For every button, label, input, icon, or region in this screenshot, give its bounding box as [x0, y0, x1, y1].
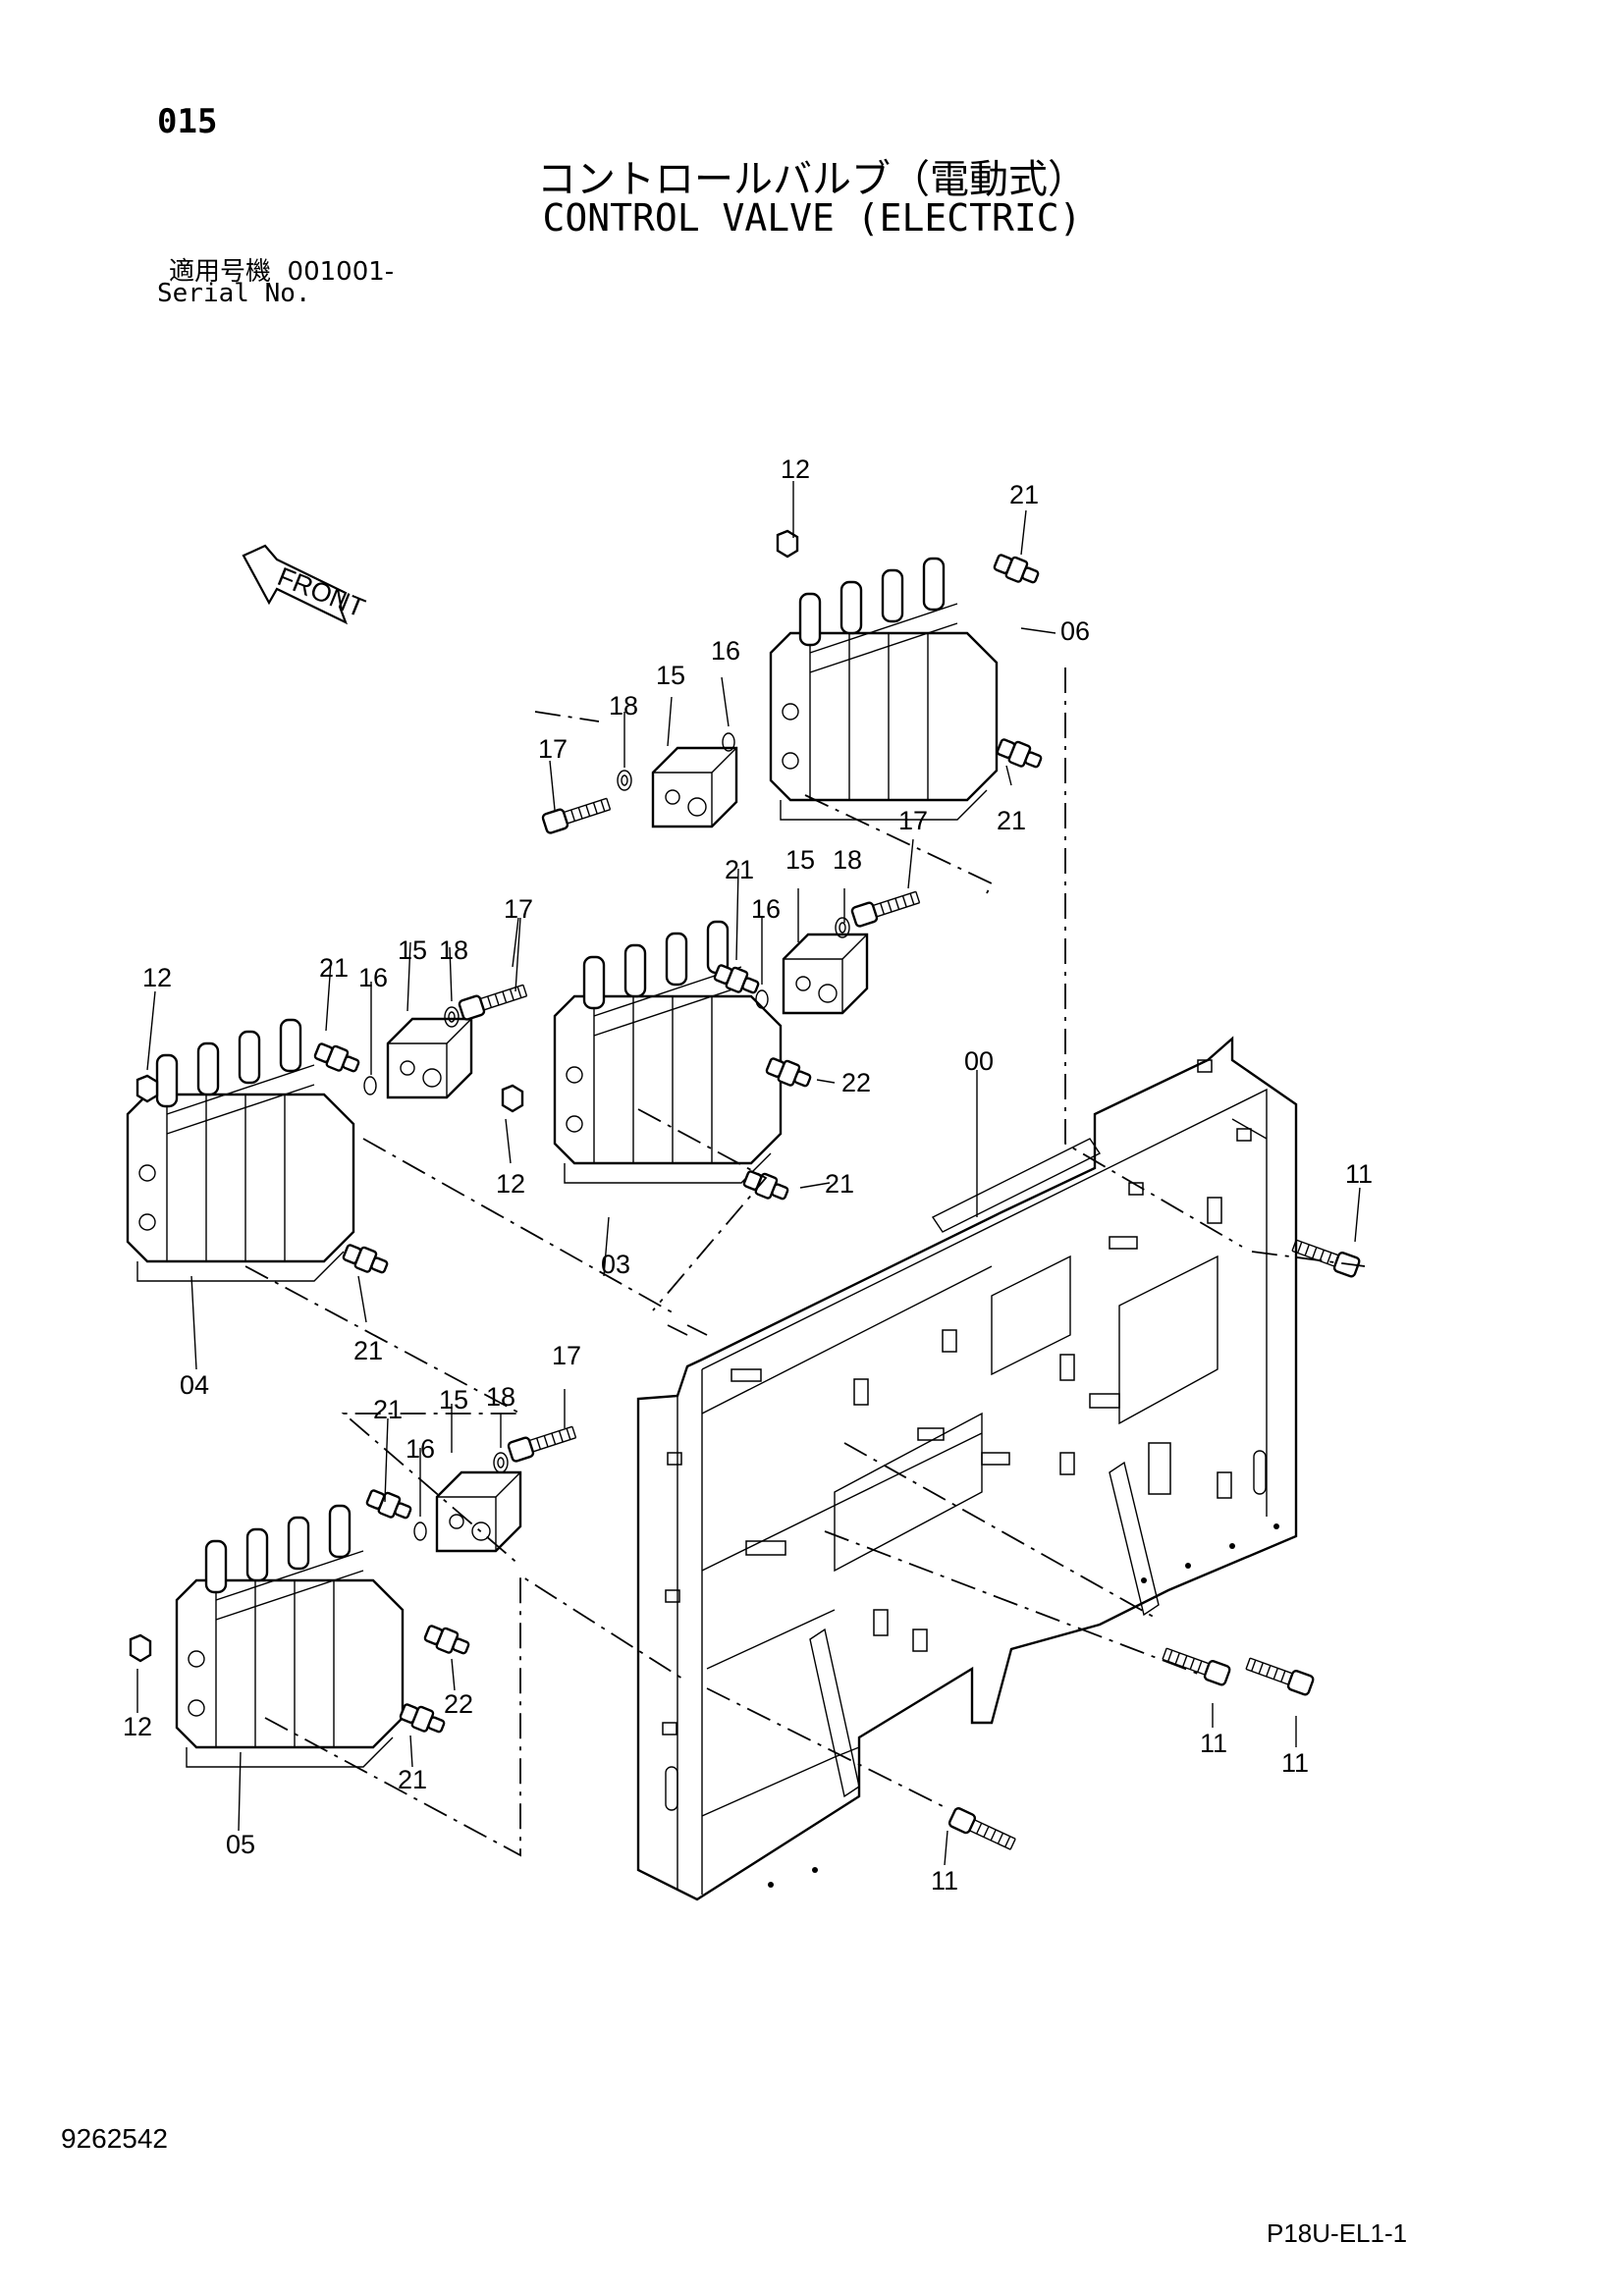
callout-15: 15 — [439, 1385, 468, 1415]
assembly-lines — [244, 667, 1366, 1857]
adapter-block-15b — [782, 933, 869, 1015]
page-title-english: CONTROL VALVE (ELECTRIC) — [542, 196, 1082, 240]
control-valve-05 — [129, 1421, 578, 1769]
callout-16: 16 — [406, 1434, 435, 1464]
page-reference: P18U-EL1-1 — [1267, 2218, 1408, 2248]
callout-21: 21 — [997, 806, 1026, 835]
callout-16: 16 — [358, 963, 388, 992]
serial-label-english: Serial No. — [157, 279, 311, 308]
callout-21: 21 — [725, 855, 754, 884]
callout-12: 12 — [496, 1169, 525, 1199]
callout-18: 18 — [609, 691, 638, 721]
callout-21: 21 — [1009, 480, 1039, 509]
front-label: FRONT — [273, 561, 368, 623]
callout-15: 15 — [656, 661, 685, 690]
callout-04: 04 — [180, 1370, 209, 1400]
callout-16: 16 — [711, 636, 740, 666]
callout-05: 05 — [226, 1830, 255, 1859]
callout-06: 06 — [1060, 616, 1090, 646]
callout-11: 11 — [1200, 1729, 1227, 1758]
adapter-block-15d — [435, 1470, 522, 1553]
page-code: 015 — [157, 102, 218, 141]
callout-17: 17 — [504, 894, 533, 924]
control-valve-06 — [540, 529, 1046, 835]
serial-label-japanese: 適用号機 001001- — [169, 257, 395, 287]
leader-lines — [136, 481, 1361, 1866]
callout-16: 16 — [751, 894, 781, 924]
callout-17: 17 — [898, 806, 928, 835]
callout-00: 00 — [964, 1046, 994, 1076]
frame-assembly — [636, 1036, 1298, 1901]
callout-15: 15 — [785, 845, 815, 875]
callout-12: 12 — [781, 454, 810, 484]
callout-21: 21 — [353, 1336, 383, 1365]
callout-22: 22 — [444, 1689, 473, 1719]
callout-labels: 12 21 06 16 15 18 17 21 17 21 15 18 16 2… — [123, 454, 1373, 1896]
callout-03: 03 — [601, 1250, 630, 1279]
callout-21: 21 — [319, 953, 349, 983]
callout-18: 18 — [439, 935, 468, 965]
callout-11: 11 — [1281, 1748, 1309, 1778]
callout-21: 21 — [373, 1395, 403, 1424]
page-title-japanese: コントロールバルブ（電動式） — [537, 157, 1087, 202]
control-valve-04 — [126, 980, 529, 1283]
document-number: 9262542 — [61, 2123, 169, 2154]
adapter-block-15c — [386, 1017, 473, 1099]
callout-21: 21 — [398, 1765, 427, 1794]
callout-22: 22 — [841, 1068, 871, 1097]
callout-11: 11 — [1345, 1159, 1373, 1189]
control-valve-03 — [501, 886, 922, 1205]
front-arrow-icon: FRONT — [242, 544, 369, 625]
callout-12: 12 — [123, 1712, 152, 1741]
adapter-block-15a — [651, 746, 738, 828]
callout-18: 18 — [833, 845, 862, 875]
callout-11: 11 — [931, 1866, 958, 1896]
callout-15: 15 — [398, 935, 427, 965]
callout-17: 17 — [538, 734, 568, 764]
callout-21: 21 — [825, 1169, 854, 1199]
callout-18: 18 — [486, 1382, 515, 1412]
callout-12: 12 — [142, 963, 172, 992]
callout-17: 17 — [552, 1341, 581, 1370]
